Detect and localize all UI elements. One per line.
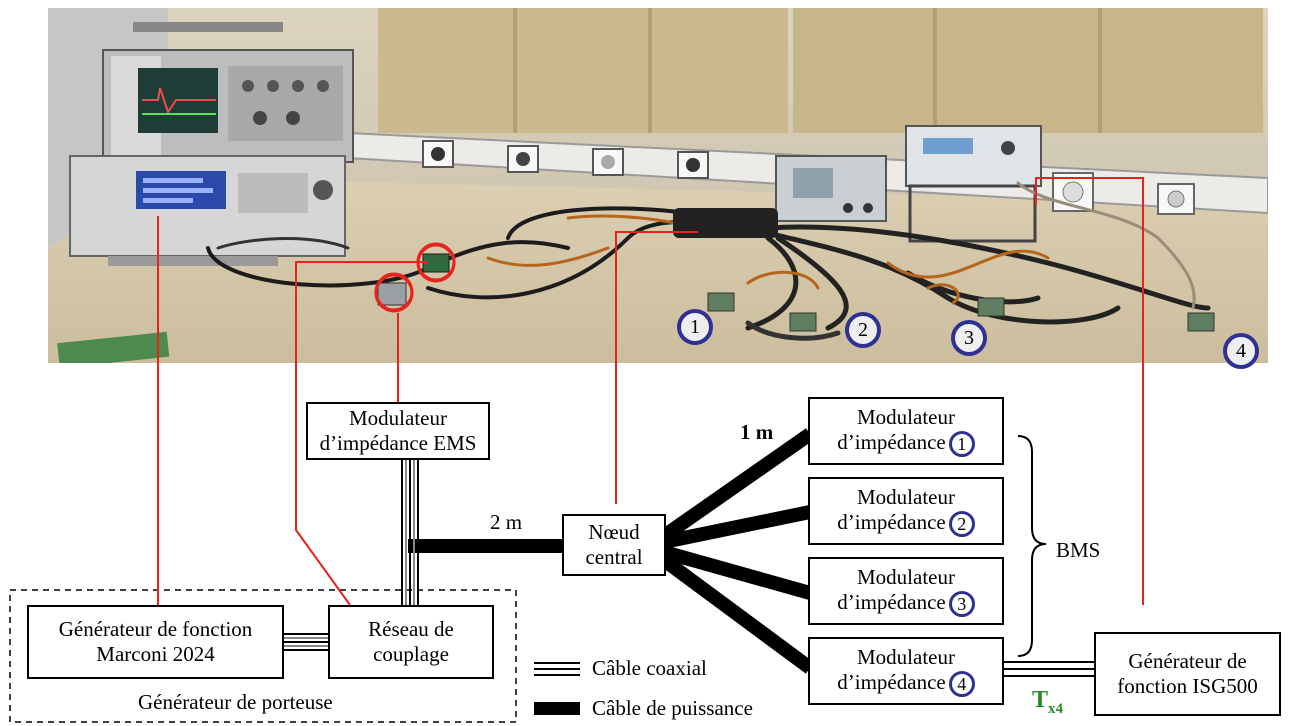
- modulator-4-number-badge: 4: [948, 671, 975, 698]
- cable-length-2m: 2 m: [490, 510, 523, 534]
- legend-coax-label: Câble coaxial: [592, 656, 707, 680]
- central-node-line2: central: [585, 545, 643, 569]
- modulator-1-line2: d’impédance: [837, 429, 946, 454]
- tx4-subscript: x4: [1048, 700, 1064, 717]
- coupling-line2: couplage: [373, 642, 449, 666]
- marconi-line1: Générateur de fonction: [58, 617, 253, 641]
- red-link-node: [615, 231, 698, 504]
- photo-badge-3: 3: [951, 320, 987, 356]
- coupling-network-box: Réseau de couplage: [328, 605, 494, 679]
- isg500-line1: Générateur de: [1128, 649, 1247, 673]
- modulator-1-line1: Modulateur: [857, 404, 955, 429]
- modulator-2-number-badge: 2: [948, 511, 975, 538]
- central-node-line1: Nœud: [588, 520, 640, 544]
- modulator-1-number-badge: 1: [948, 431, 975, 458]
- cable-length-1m: 1 m: [740, 420, 774, 444]
- modulator-4-line2: d’impédance: [837, 669, 946, 694]
- power-cable-mod3: [662, 545, 812, 600]
- photo-table: [48, 178, 1268, 363]
- modulator-2-line2: d’impédance: [837, 509, 946, 534]
- photo-central-node: [673, 208, 778, 238]
- modulator-4-line1: Modulateur: [857, 644, 955, 669]
- photo-badge-2: 2: [845, 312, 881, 348]
- isg500-line2: fonction ISG500: [1117, 674, 1258, 698]
- red-link-coupling: [295, 261, 428, 606]
- power-cable-mod1: [659, 428, 815, 542]
- red-link-isg: [1035, 177, 1144, 605]
- central-node-box: Nœud central: [562, 514, 666, 576]
- isg500-device: [905, 125, 1042, 243]
- modulator-3-line1: Modulateur: [857, 564, 955, 589]
- lab-instrument: [775, 155, 887, 222]
- photo-badge-4: 4: [1223, 333, 1259, 369]
- modulator-3-line2: d’impédance: [837, 589, 946, 614]
- tx4-main: T: [1032, 687, 1049, 713]
- bms-brace: [1017, 435, 1047, 657]
- power-cable-mod4: [659, 554, 815, 674]
- test-bench-photo: [48, 8, 1268, 363]
- carrier-generator-label: Générateur de porteuse: [138, 690, 333, 714]
- ems-modulator-line1: Modulateur: [349, 406, 447, 430]
- tx4-label: Tx4: [1032, 688, 1063, 722]
- isg500-generator-box: Générateur de fonction ISG500: [1094, 632, 1281, 716]
- marconi-generator-box: Générateur de fonction Marconi 2024: [27, 605, 284, 679]
- oscilloscope: [102, 22, 354, 163]
- legend-power-label: Câble de puissance: [592, 696, 753, 720]
- carrier-group-frame: [9, 589, 517, 723]
- bms-label: BMS: [1056, 538, 1101, 562]
- marconi-line2: Marconi 2024: [96, 642, 215, 666]
- legend-power-symbol: [534, 702, 580, 715]
- coupling-line1: Réseau de: [368, 617, 454, 641]
- photo-badge-1: 1: [677, 309, 713, 345]
- ems-modulator-line2: d’impédance EMS: [319, 431, 477, 455]
- modulator-3-number-badge: 3: [948, 591, 975, 618]
- ems-modulator-box: Modulateur d’impédance EMS: [306, 402, 490, 460]
- power-cable-mod2: [662, 505, 812, 549]
- modulator-2-line1: Modulateur: [857, 484, 955, 509]
